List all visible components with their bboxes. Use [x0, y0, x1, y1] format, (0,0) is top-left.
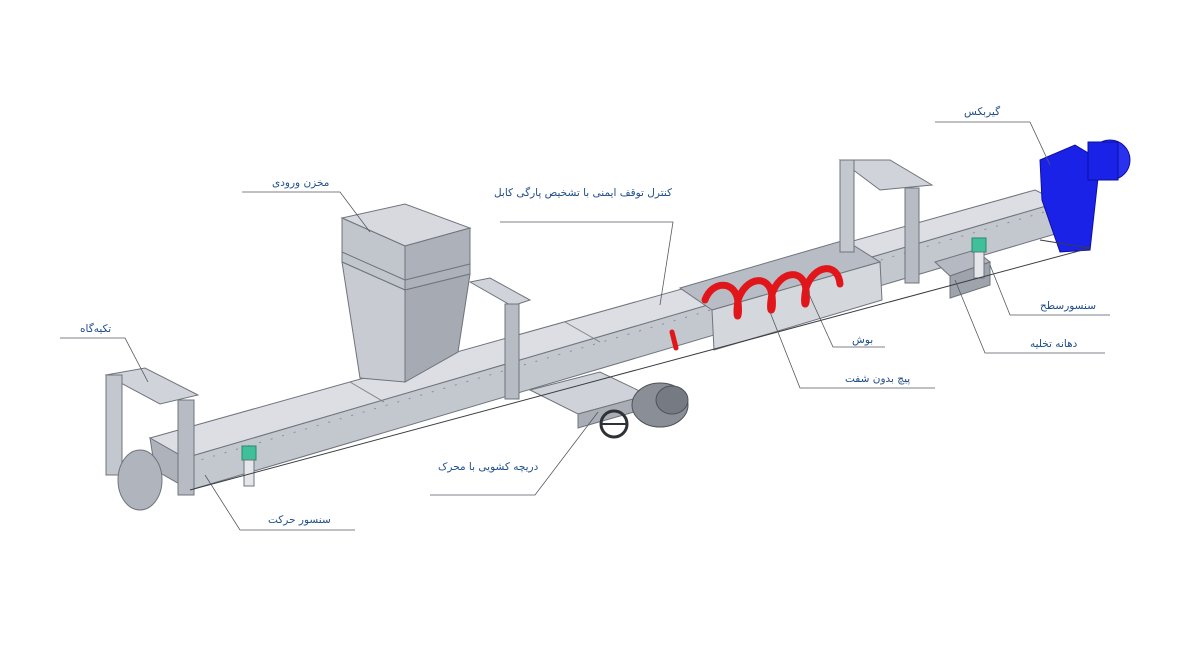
handwheel-icon — [599, 409, 629, 439]
leader-motion-sensor — [204, 474, 355, 531]
support-frame-left — [104, 367, 200, 511]
label-motion-sensor: سنسور حرکت — [268, 514, 331, 526]
label-slide-gate: دریچه کشویی با محرک — [438, 461, 539, 473]
leader-support — [60, 337, 149, 383]
leader-slide-gate — [430, 411, 599, 496]
screw-icon — [669, 265, 844, 351]
label-support: تکیه‌گاه — [80, 323, 112, 335]
leader-screw — [769, 311, 935, 389]
leader-lines — [60, 121, 1110, 531]
label-level-sensor: سنسورسطح — [1040, 300, 1097, 312]
sensor-icon — [241, 237, 987, 487]
leader-safety — [500, 221, 674, 306]
label-discharge: دهانه تخلیه — [1030, 338, 1078, 350]
safety-cable — [189, 247, 1091, 491]
leader-gearbox — [935, 121, 1051, 166]
trough-body — [148, 189, 1063, 491]
leader-liner — [807, 291, 885, 348]
gearbox-icon — [1039, 139, 1131, 253]
label-gearbox: گیربکس — [964, 106, 1001, 118]
hopper-icon — [340, 203, 472, 383]
slide-gate — [528, 371, 689, 439]
support-frame-right — [838, 159, 934, 284]
label-shaftless-screw: پیچ بدون شفت — [845, 373, 911, 385]
label-liner: بوش — [852, 334, 874, 346]
leader-hopper — [242, 191, 371, 233]
label-safety-stop: کنترل توقف ایمنی با تشخیص پارگی کابل — [493, 187, 673, 199]
trough-side-face — [184, 201, 1063, 491]
label-inlet-hopper: مخزن ورودی — [272, 177, 330, 189]
leader-level-sensor — [989, 264, 1110, 316]
support-frame-middle — [468, 277, 532, 400]
leader-discharge — [954, 279, 1105, 354]
